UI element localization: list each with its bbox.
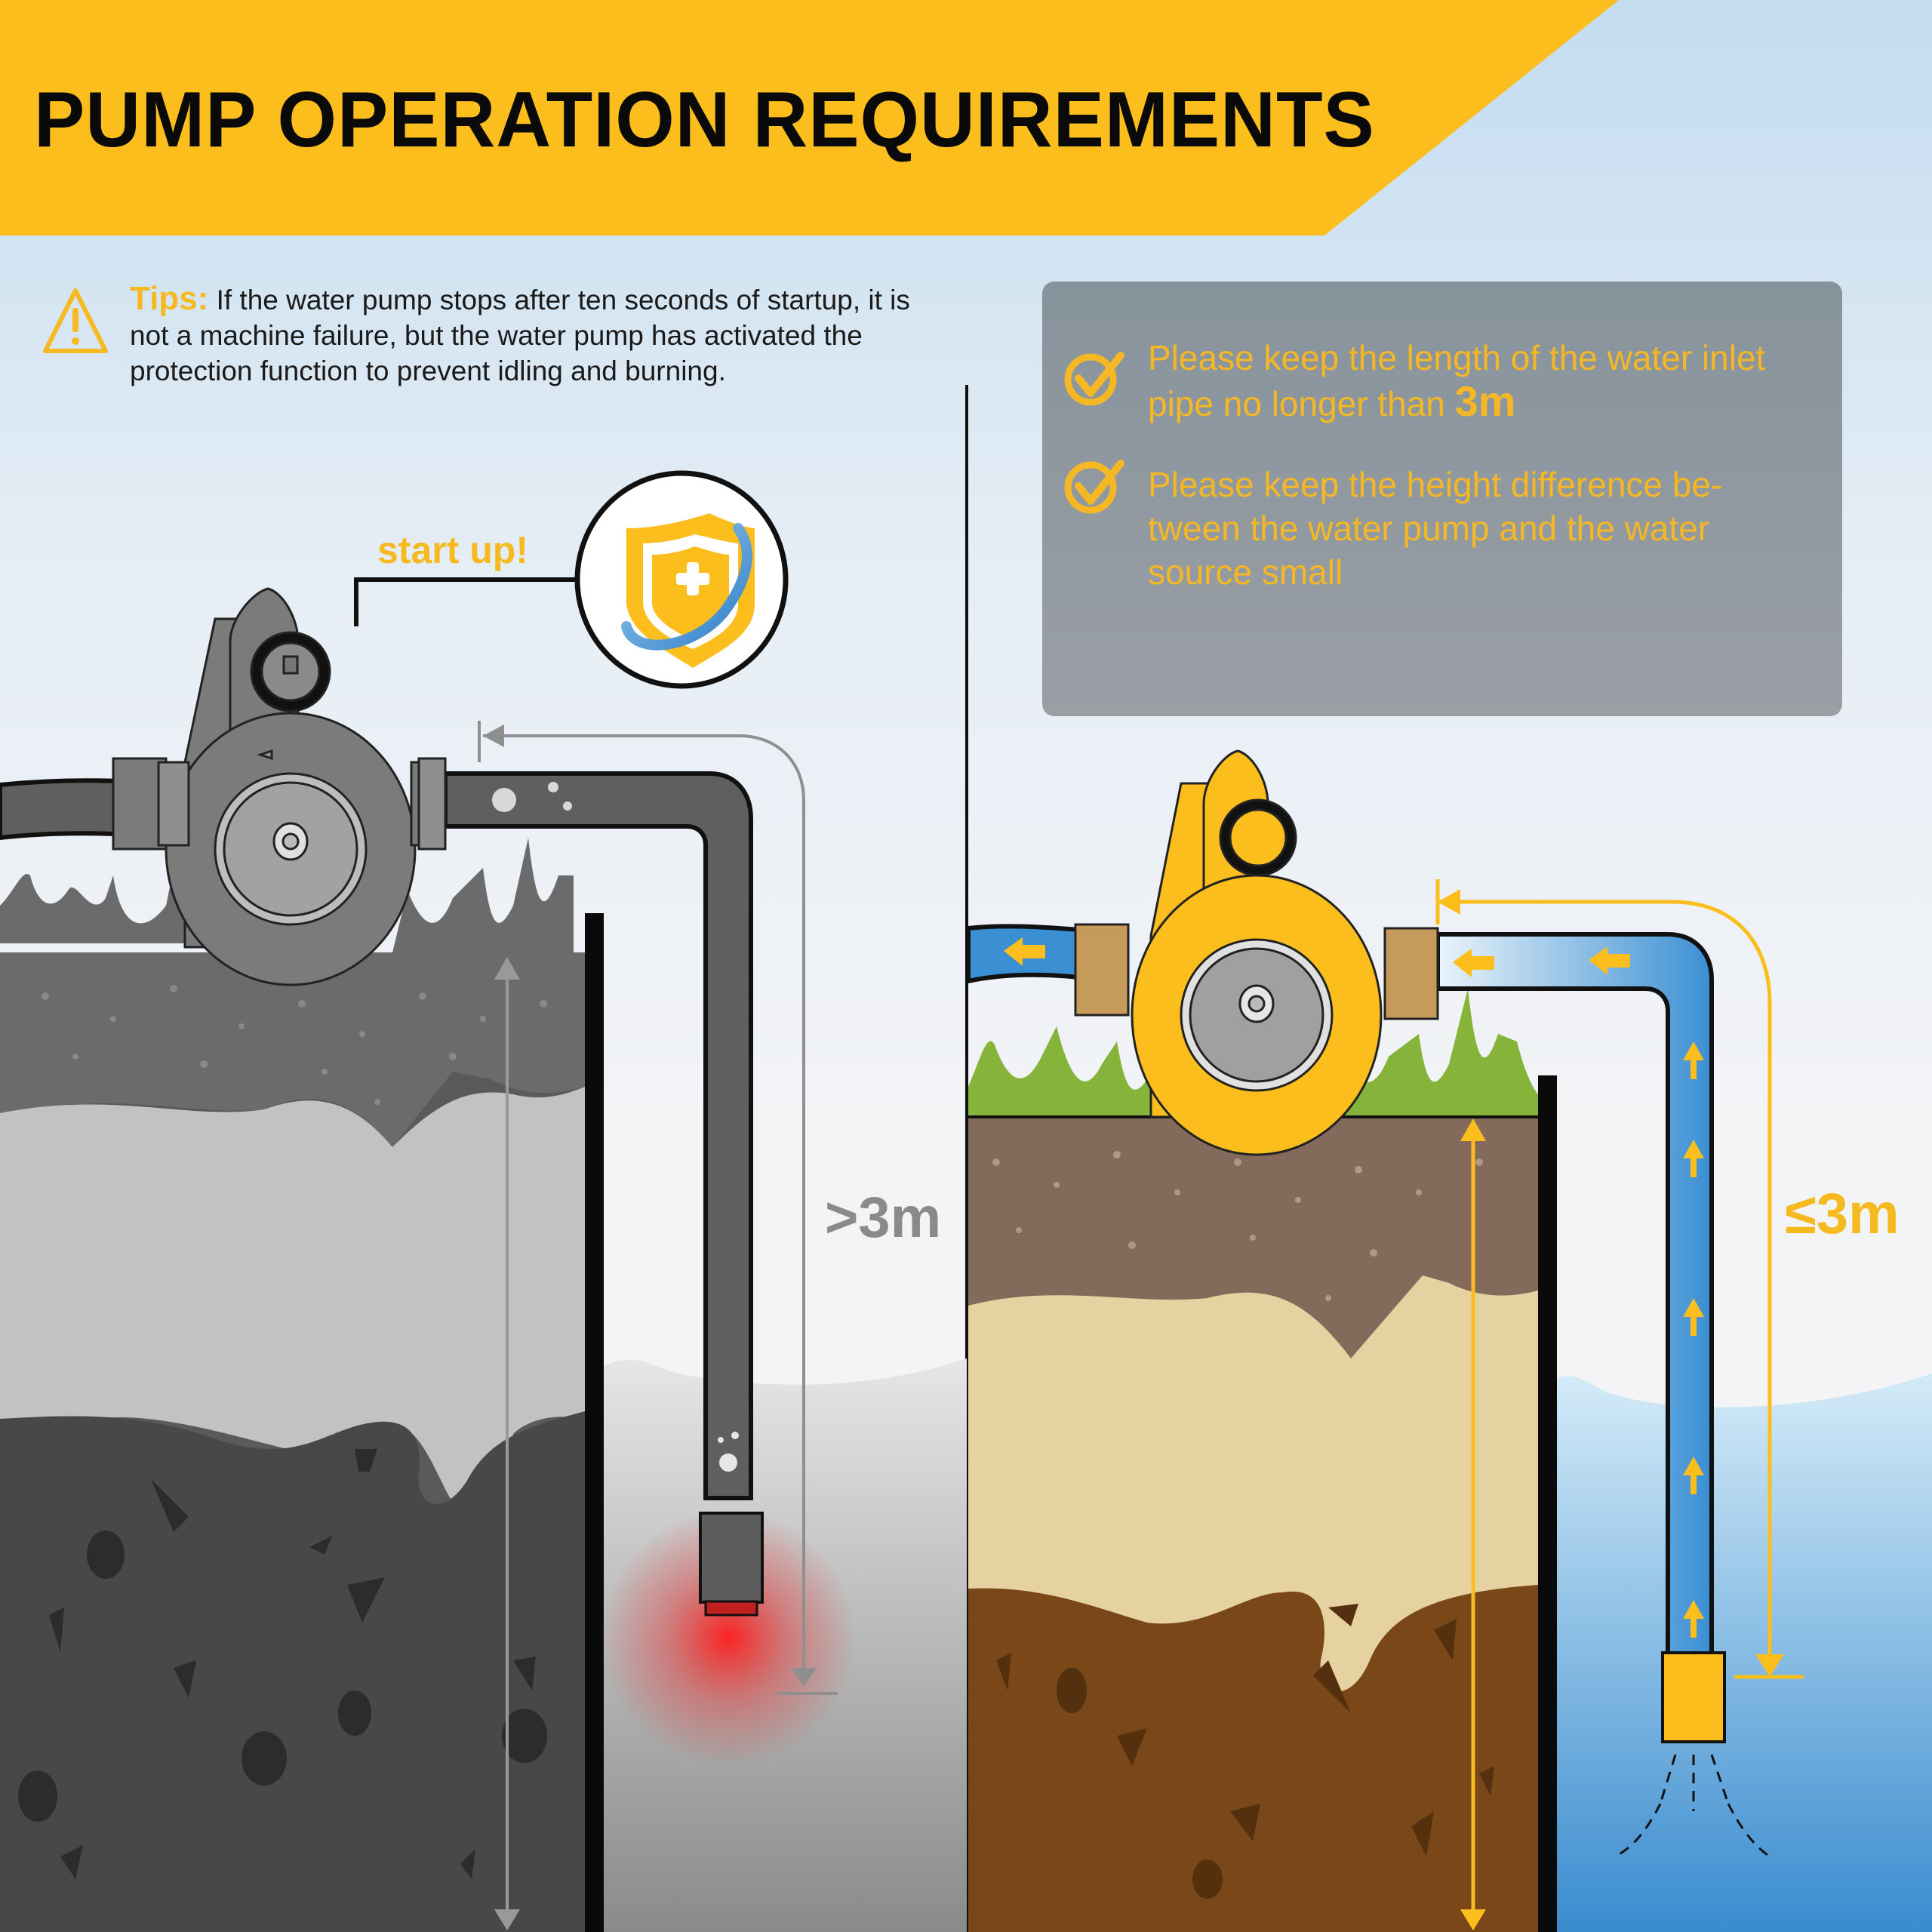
- foot-valve: [699, 1512, 764, 1604]
- requirement-item-1: Please keep the length of the water inle…: [1148, 338, 1766, 425]
- pipe-length-label-bad: >3m: [825, 1186, 942, 1250]
- pump-grey: [112, 587, 447, 986]
- page-title: PUMP OPERATION REQUIREMENTS: [34, 76, 1375, 164]
- check-circle-icon: [1064, 460, 1124, 514]
- requirements-panel: Please keep the length of the water inle…: [1042, 281, 1842, 716]
- foot-valve: [1661, 1651, 1726, 1743]
- requirement-item-2: Please keep the height difference be- tw…: [1148, 465, 1723, 592]
- right-scene: [966, 749, 1932, 1932]
- check-circle-icon: [1064, 352, 1124, 406]
- pipe-length-label-good: ≤3m: [1785, 1182, 1900, 1246]
- shield-plus-icon: [621, 513, 755, 668]
- tips-label: Tips:: [130, 280, 209, 317]
- pump-yellow: [1074, 749, 1439, 1156]
- pipe-length-limit: 3m: [1454, 377, 1516, 425]
- water-intake-lines: [1614, 1754, 1770, 1858]
- left-scene: [0, 470, 967, 1932]
- flow-arrows: [1004, 937, 1704, 1638]
- failure-glow: [600, 1509, 857, 1766]
- header-banner: [0, 0, 1619, 235]
- startup-label: start up!: [377, 529, 528, 571]
- warning-triangle-icon: [43, 288, 108, 353]
- tips-body: If the water pump stops after ten second…: [130, 285, 910, 386]
- tips-text: Tips: If the water pump stops after ten …: [130, 281, 945, 389]
